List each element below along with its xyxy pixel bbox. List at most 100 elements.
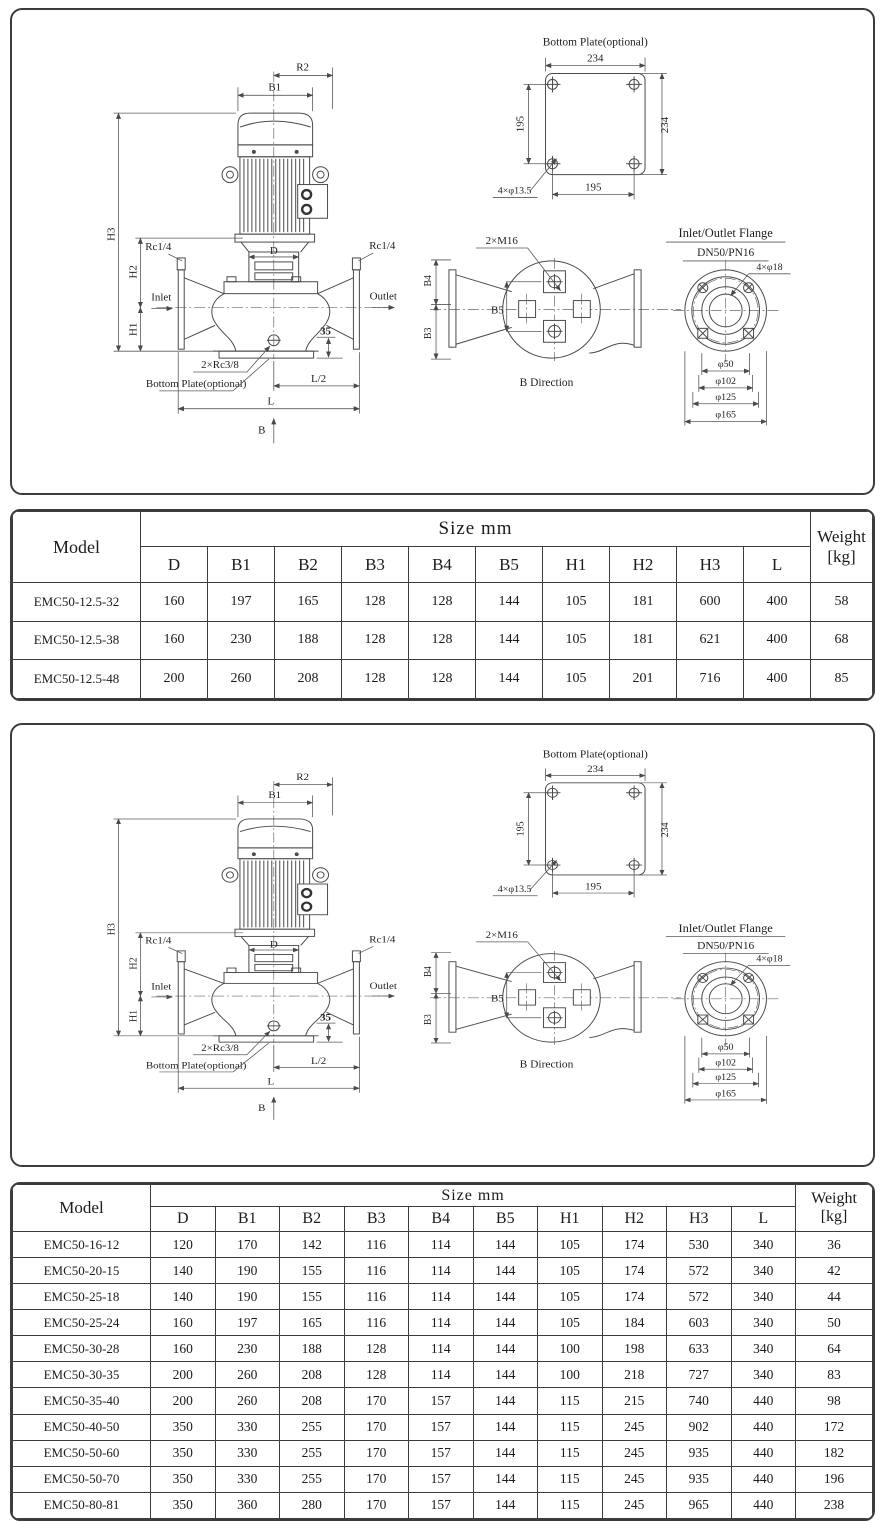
label-inlet: Inlet (151, 292, 171, 304)
size-cell: 440 (730, 1491, 797, 1519)
size-cell: 181 (609, 620, 677, 661)
weight-cell: 182 (795, 1439, 873, 1467)
model-cell: EMC50-50-60 (12, 1439, 151, 1467)
size-cell: 330 (214, 1439, 280, 1467)
label-drain: 2×Rc3/8 (201, 1044, 239, 1054)
flange-d4: φ165 (715, 410, 736, 421)
size-cell: 100 (537, 1335, 603, 1363)
bottom-plate-detail: Bottom Plate(optional) 234 195 234 195 4… (492, 37, 671, 200)
model-cell: EMC50-50-70 (12, 1465, 151, 1493)
size-cell: 330 (214, 1413, 280, 1441)
model-cell: EMC50-40-50 (12, 1413, 151, 1441)
size-cell: 208 (279, 1361, 345, 1389)
flange-d2: φ102 (715, 376, 736, 387)
dim-h2: H2 (128, 957, 140, 969)
flange-d3: φ125 (715, 1073, 736, 1083)
weight-cell: 68 (810, 620, 873, 661)
weight-cell: 98 (795, 1387, 873, 1415)
size-cell: 197 (207, 582, 275, 622)
plate-dim-bottom: 195 (585, 882, 601, 892)
size-cell: 621 (676, 620, 744, 661)
label-bottom-plate: Bottom Plate(optional) (146, 1061, 247, 1071)
plate-dim-left: 195 (515, 821, 527, 836)
weight-cell: 85 (810, 659, 873, 699)
size-cell: 740 (666, 1387, 732, 1415)
plate-dim-bottom: 195 (585, 182, 602, 194)
size-cell: 200 (150, 1361, 216, 1389)
flange-holes: 4×φ18 (756, 955, 783, 965)
size-cell: 105 (537, 1257, 603, 1285)
size-cell: 144 (472, 1361, 538, 1389)
size-cell: 115 (537, 1465, 603, 1493)
label-rc14-left: Rc1/4 (145, 241, 172, 253)
size-cell: 157 (408, 1465, 474, 1493)
weight-cell: 42 (795, 1257, 873, 1285)
size-cell: 197 (214, 1309, 280, 1337)
col-header-h3: H3 (676, 546, 744, 583)
size-cell: 188 (274, 620, 342, 661)
size-cell: 190 (214, 1257, 280, 1285)
size-cell: 902 (666, 1413, 732, 1441)
size-cell: 727 (666, 1361, 732, 1389)
size-cell: 603 (666, 1309, 732, 1337)
model-cell: EMC50-12.5-48 (12, 659, 141, 699)
size-cell: 190 (214, 1283, 280, 1311)
spec-table-2-grid: Model Size mm Weight [kg] D B1 B2 B3 B4 … (12, 1184, 873, 1519)
plate-dim-right: 234 (660, 822, 672, 838)
size-cell: 170 (343, 1413, 409, 1441)
size-cell: 174 (601, 1230, 667, 1259)
flange-detail: Inlet/Outlet Flange DN50/PN16 4×φ18 φ50 … (665, 921, 791, 1104)
dim-b3: B3 (424, 1014, 434, 1025)
bdir-bolts: 2×M16 (486, 235, 519, 247)
model-header: Model (12, 1184, 151, 1232)
col-header-b3: B3 (341, 546, 409, 583)
flange-d1: φ50 (718, 1044, 734, 1054)
size-cell: 340 (730, 1283, 797, 1311)
label-inlet: Inlet (151, 982, 171, 992)
col-header-d: D (150, 1206, 216, 1232)
model-cell: EMC50-16-12 (12, 1230, 151, 1259)
col-header-b2: B2 (274, 546, 342, 583)
pump-drawing: R2 B1 D H3 H2 H1 Rc1/4 Rc1/4 Inlet Outle… (106, 749, 791, 1120)
size-cell: 114 (408, 1230, 474, 1259)
weight-cell: 64 (795, 1335, 873, 1363)
bdir-caption: B Direction (520, 1059, 574, 1070)
bdir-bolts: 2×M16 (486, 931, 518, 941)
size-cell: 360 (214, 1491, 280, 1519)
size-cell: 440 (730, 1413, 797, 1441)
size-cell: 160 (150, 1309, 216, 1337)
size-cell: 230 (207, 620, 275, 661)
col-header-b4: B4 (408, 1206, 474, 1232)
size-cell: 105 (542, 620, 610, 661)
model-cell: EMC50-12.5-38 (12, 620, 141, 661)
size-cell: 100 (537, 1361, 603, 1389)
spec-table-1-grid: Model Size mm Weight [kg] D B1 B2 B3 B4 … (12, 511, 873, 699)
size-cell: 120 (150, 1230, 216, 1259)
size-cell: 200 (150, 1387, 216, 1415)
dim-h1: H1 (128, 1010, 140, 1022)
size-cell: 170 (214, 1230, 280, 1259)
weight-header: Weight [kg] (810, 511, 873, 583)
size-cell: 115 (537, 1413, 603, 1441)
drawing-panel-1: R2 B1 D H3 H2 H1 Rc1/4 Rc1/4 Inlet Outle… (10, 8, 875, 495)
size-cell: 184 (601, 1309, 667, 1337)
size-cell: 115 (537, 1387, 603, 1415)
col-header-h3: H3 (666, 1206, 732, 1232)
label-rc14-left: Rc1/4 (145, 936, 172, 946)
size-cell: 114 (408, 1257, 474, 1285)
label-b-arrow: B (258, 1103, 265, 1113)
size-cell: 115 (537, 1491, 603, 1519)
size-cell: 215 (601, 1387, 667, 1415)
dim-h2: H2 (127, 265, 139, 278)
size-cell: 144 (472, 1257, 538, 1285)
size-cell: 144 (472, 1387, 538, 1415)
pump-front-view: R2 B1 D H3 H2 H1 Rc1/4 Rc1/4 Inlet Outle… (106, 773, 397, 1120)
b-direction-view: B4 B3 B5 2×M16 B Direction (424, 931, 681, 1070)
bottom-plate-detail: Bottom Plate(optional) 234 195 234 195 4… (492, 749, 672, 898)
size-cell: 230 (214, 1335, 280, 1363)
